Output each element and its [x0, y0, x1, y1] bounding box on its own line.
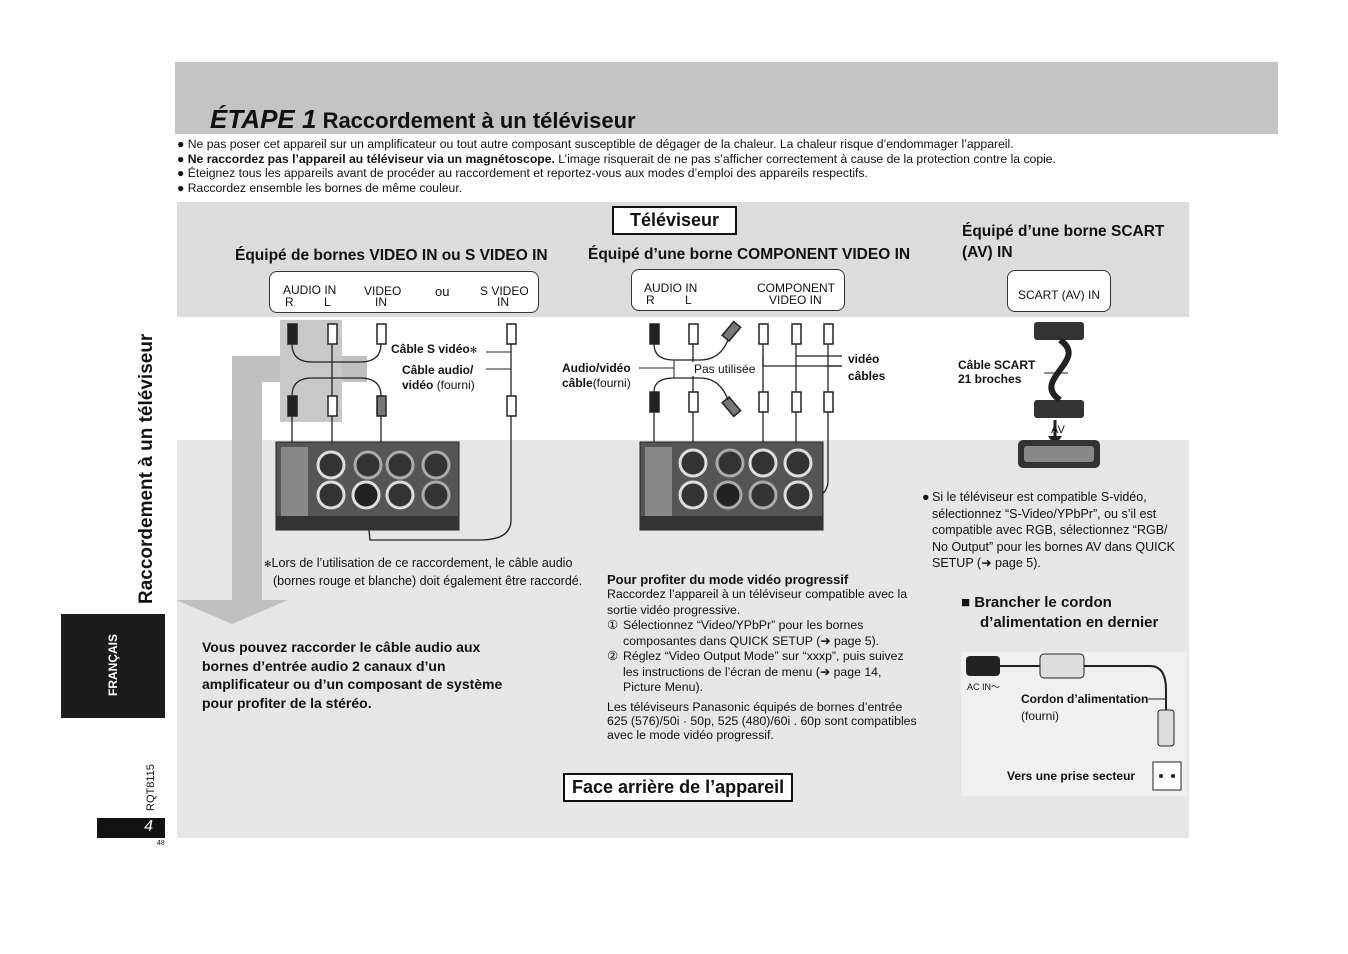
tv-label: Téléviseur	[612, 206, 738, 235]
mains-plug-icon	[1157, 709, 1175, 747]
plug-icon	[688, 391, 699, 413]
stereo-note: Vous pouvez raccorder le câble audio aux…	[202, 639, 503, 711]
tv-jack-panel-component: AUDIO IN R L COMPONENT VIDEO IN	[631, 269, 845, 311]
progressive-section: Pour profiter du mode vidéo progressif R…	[607, 572, 917, 742]
video-cables-label: vidéo câbles	[848, 352, 886, 383]
col2-heading: Équipé d’une borne COMPONENT VIDEO IN	[588, 246, 911, 263]
power-heading: ■ Brancher le cordon d’alimentation en d…	[961, 594, 1159, 631]
progressive-title: Pour profiter du mode vidéo progressif	[607, 572, 849, 587]
scart-cable	[1018, 322, 1100, 468]
svideo-cable-label: Câble S vidéo✻	[391, 342, 478, 356]
col3-heading: Équipé d’une borne SCART (AV) IN	[962, 223, 1165, 261]
rear-panel-1	[275, 441, 460, 531]
av-label: AV	[1051, 424, 1065, 436]
plug-icon	[327, 323, 338, 345]
plug-icon	[721, 395, 742, 418]
power-cord-label: Cordon d’alimentation (fourni)	[1021, 692, 1149, 723]
ac-inlet-icon	[966, 656, 1000, 676]
scart-note: ● Si le téléviseur est compatible S-vidé…	[922, 490, 1175, 570]
plug-icon	[721, 320, 742, 343]
tv-jack-panel-video: AUDIO IN R L VIDEO IN ou S VIDEO IN	[269, 271, 539, 313]
rear-panel-2	[639, 441, 824, 531]
page-title: ÉTAPE 1 Raccordement à un téléviseur	[210, 104, 636, 135]
plug-icon	[506, 323, 517, 345]
plug-icon	[506, 395, 517, 417]
plug-icon	[823, 323, 834, 345]
page-number: 4	[97, 818, 165, 838]
plug-icon	[758, 323, 769, 345]
plug-icon	[823, 391, 834, 413]
page-small: 48	[157, 840, 165, 847]
plug-icon	[376, 395, 387, 417]
power-plug-icon	[1039, 653, 1085, 679]
plug-icon	[649, 323, 660, 345]
plug-icon	[688, 323, 699, 345]
plug-icon	[791, 391, 802, 413]
bullet-item: ● Éteignez tous les appareils avant de p…	[177, 166, 868, 181]
av-cable-label: Câble audio/ vidéo (fourni)	[402, 363, 475, 392]
plug-icon	[649, 391, 660, 413]
rear-label: Face arrière de l’appareil	[563, 773, 794, 802]
caution-list: ● Ne pas poser cet appareil sur un ampli…	[177, 137, 1277, 195]
plug-icon	[376, 323, 387, 345]
footnote: ✻Lors de l’utilisation de ce raccordemen…	[264, 556, 583, 588]
step-title: Raccordement à un téléviseur	[322, 108, 636, 133]
plug-icon	[287, 395, 298, 417]
outlet-icon	[1152, 761, 1182, 791]
bullet-item: ● Raccordez ensemble les bornes de même …	[177, 180, 463, 195]
plug-icon	[758, 391, 769, 413]
header-band	[175, 62, 1278, 134]
outlet-label: Vers une prise secteur	[1007, 769, 1136, 783]
plug-icon	[327, 395, 338, 417]
bullet-item: ● Ne pas poser cet appareil sur un ampli…	[177, 137, 1014, 151]
plug-icon	[287, 323, 298, 345]
scart-cable-label: Câble SCART 21 broches	[958, 358, 1036, 386]
plug-icon	[791, 323, 802, 345]
col1-heading: Équipé de bornes VIDEO IN ou S VIDEO IN	[235, 247, 548, 264]
language-tab: FRANÇAIS	[61, 614, 165, 718]
tv-jack-panel-scart: SCART (AV) IN	[1007, 270, 1111, 312]
step-number: ÉTAPE 1	[210, 104, 317, 134]
av-cable-label-2: Audio/vidéo câble(fourni)	[562, 361, 631, 390]
ac-in-label: AC IN～	[967, 682, 1001, 692]
bullet-item: ● Ne raccordez pas l’appareil au télévis…	[177, 151, 1056, 166]
not-used-label: Pas utilisée	[692, 362, 758, 376]
